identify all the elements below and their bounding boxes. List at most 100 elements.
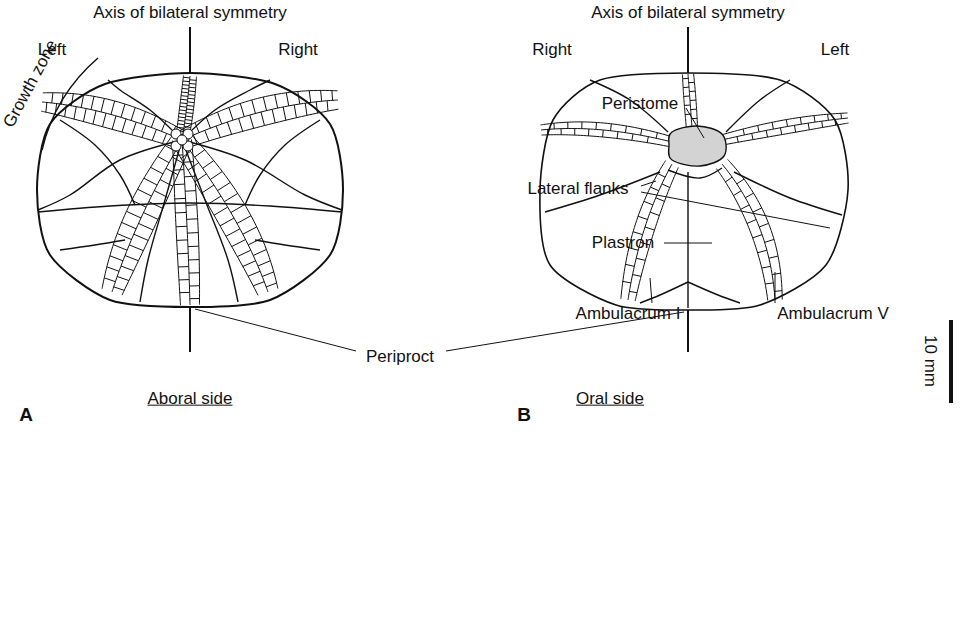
plate-suture (786, 120, 787, 127)
plate-suture (217, 182, 230, 190)
plate-suture (185, 123, 192, 125)
plate-suture (745, 193, 753, 198)
plate-suture (765, 239, 774, 242)
plate-suture (74, 107, 76, 119)
plate-suture (45, 102, 47, 112)
scale-bar (949, 320, 953, 403)
plate-suture (158, 156, 169, 162)
plate-suture (625, 126, 627, 133)
plate-suture (179, 113, 186, 115)
plate-suture (121, 266, 134, 271)
plate-suture (226, 229, 240, 236)
plate-suture (753, 208, 762, 212)
plate-suture (721, 113, 848, 135)
panel-letter: A (19, 405, 33, 426)
plate-suture (574, 129, 575, 136)
plate-suture (780, 128, 781, 135)
plate-suture (772, 273, 781, 274)
scale-label: 10 mm (921, 335, 940, 387)
plate-suture (141, 112, 145, 124)
symmetry-axis (687, 310, 689, 352)
plate-suture (743, 129, 744, 135)
plate-suture (122, 145, 191, 295)
plate-suture (203, 161, 214, 169)
plate-suture (309, 91, 310, 103)
plate-suture (741, 205, 750, 209)
plate-suture (117, 276, 129, 280)
plate-suture (248, 271, 260, 276)
plate-suture (243, 261, 256, 267)
plate-suture (737, 137, 738, 143)
plate-suture (206, 117, 210, 128)
plate-suture (188, 98, 195, 100)
panel-letter: B (517, 405, 531, 426)
plate-suture (182, 88, 189, 90)
plate-suture (656, 133, 657, 139)
plate-suture (683, 78, 689, 79)
plate-suture (144, 213, 158, 220)
plate-suture (629, 291, 637, 292)
plate-suture (178, 123, 185, 125)
axis-label: Axis of bilateral symmetry (93, 4, 287, 23)
plate-suture (188, 259, 199, 260)
plate-suture (191, 139, 199, 304)
interambulacral-suture (726, 80, 790, 132)
plate-suture (224, 193, 237, 201)
plate-suture (547, 129, 548, 134)
plate-suture (162, 121, 166, 132)
plate-suture (187, 109, 194, 111)
plate-suture (189, 83, 196, 85)
plate-suture (808, 123, 809, 130)
plate-suture (632, 134, 633, 140)
plate-suture (725, 177, 732, 182)
view-label: Aboral side (147, 390, 232, 409)
plate-suture (180, 292, 190, 293)
interambulacral-suture (687, 172, 688, 308)
view-label: Oral side (576, 390, 644, 409)
plate-suture (208, 196, 221, 204)
plate-suture (190, 134, 278, 289)
plate-suture (181, 99, 188, 101)
leader-line (641, 192, 830, 228)
plate-suture (636, 258, 645, 260)
part-label: Ambulacrum I (576, 305, 681, 324)
plate-suture (186, 204, 197, 206)
plate-suture (266, 283, 276, 287)
plate-suture (43, 93, 186, 132)
plate-suture (294, 105, 296, 118)
part-label: Peristome (602, 95, 679, 114)
plate-suture (769, 256, 778, 258)
leader-line (650, 278, 652, 303)
plate-suture (185, 190, 196, 192)
plate-suture (682, 74, 686, 128)
plate-suture (190, 79, 197, 81)
plate-suture (214, 207, 228, 215)
plate-suture (644, 201, 653, 205)
plate-suture (650, 187, 658, 191)
plate-suture (252, 100, 256, 113)
plate-suture (166, 168, 178, 174)
plate-suture (187, 105, 194, 107)
plate-suture (93, 111, 96, 124)
plate-suture (758, 125, 759, 131)
leader-line (686, 108, 704, 138)
plate-suture (132, 200, 146, 207)
plate-suture (218, 112, 222, 124)
plate-suture (240, 103, 244, 116)
leader-line (195, 309, 356, 351)
plate-suture (766, 130, 767, 137)
plate-suture (182, 140, 268, 292)
aboral-view (37, 73, 343, 307)
plate-suture (187, 232, 198, 234)
plate-suture (113, 245, 127, 251)
plate-suture (201, 185, 213, 193)
interambulacral-suture (182, 140, 238, 302)
plate-suture (248, 238, 262, 245)
plate-suture (553, 123, 554, 129)
plate-suture (195, 150, 205, 157)
plate-suture (101, 98, 104, 111)
plate-suture (195, 174, 207, 182)
plate-suture (188, 246, 199, 247)
plate-suture (753, 235, 762, 238)
